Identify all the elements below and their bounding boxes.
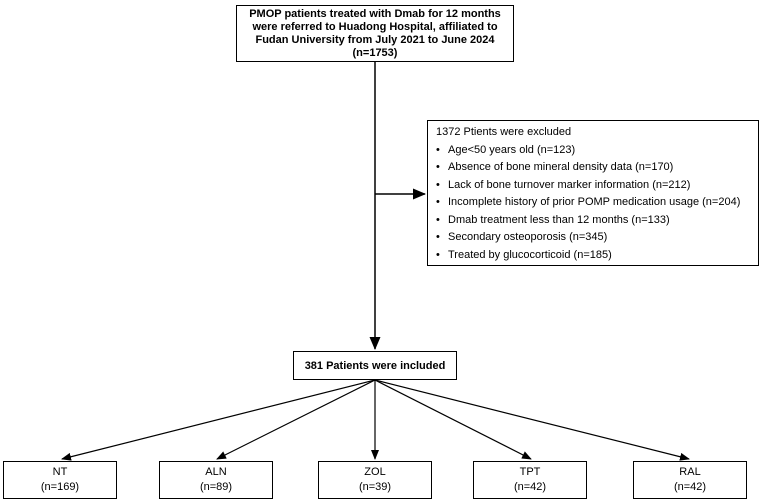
enrollment-box: PMOP patients treated with Dmab for 12 m… xyxy=(236,5,514,62)
exclusion-title: 1372 Ptients were excluded xyxy=(436,126,572,138)
group-box-zol: ZOL (n=39) xyxy=(318,461,432,499)
group-count: (n=89) xyxy=(199,481,233,493)
exclusion-item-text: Incomplete history of prior POMP medicat… xyxy=(448,196,741,208)
exclusion-item-text: Age<50 years old (n=123) xyxy=(448,143,576,156)
bullet-icon: • xyxy=(436,178,440,191)
exclusion-box: 1372 Ptients were excluded • Age<50 year… xyxy=(427,120,759,266)
enrollment-text: PMOP patients treated with Dmab for 12 m… xyxy=(249,7,501,59)
group-count: (n=42) xyxy=(513,481,547,493)
bullet-icon: • xyxy=(436,196,440,208)
exclusion-item: • Age<50 years old (n=123) xyxy=(436,142,754,160)
bullet-icon: • xyxy=(436,213,440,226)
included-text: 381 Patients were included xyxy=(304,359,446,372)
bullet-icon: • xyxy=(436,231,440,243)
exclusion-item-text: Lack of bone turnover marker information… xyxy=(448,178,691,191)
bullet-icon: • xyxy=(436,161,440,173)
group-label: ZOL xyxy=(364,466,386,478)
exclusion-item: • Treated by glucocorticoid (n=185) xyxy=(436,247,754,265)
group-count: (n=42) xyxy=(673,481,707,493)
exclusion-item-text: Treated by glucocorticoid (n=185) xyxy=(448,248,612,261)
included-box: 381 Patients were included xyxy=(293,351,457,380)
group-label: RAL xyxy=(679,466,701,478)
group-label: NT xyxy=(52,466,68,478)
exclusion-item: • Absence of bone mineral density data (… xyxy=(436,159,754,177)
exclusion-item: • Secondary osteoporosis (n=345) xyxy=(436,229,754,247)
arrow-included-to-ral xyxy=(374,379,690,461)
arrow-included-to-aln xyxy=(216,379,376,460)
group-box-aln: ALN (n=89) xyxy=(159,461,273,499)
group-box-ral: RAL (n=42) xyxy=(633,461,747,499)
bullet-icon: • xyxy=(436,248,440,261)
group-box-nt: NT (n=169) xyxy=(3,461,117,499)
exclusion-item: • Incomplete history of prior POMP medic… xyxy=(436,194,754,212)
group-label: TPT xyxy=(519,466,541,478)
group-count: (n=169) xyxy=(40,481,80,493)
exclusion-item-text: Secondary osteoporosis (n=345) xyxy=(448,231,608,243)
arrow-included-to-tpt xyxy=(374,379,532,460)
arrow-included-to-nt xyxy=(61,379,376,461)
exclusion-item: • Dmab treatment less than 12 months (n=… xyxy=(436,212,754,230)
group-label: ALN xyxy=(205,466,227,478)
exclusion-item-text: Dmab treatment less than 12 months (n=13… xyxy=(448,213,670,226)
exclusion-item-text: Absence of bone mineral density data (n=… xyxy=(448,161,674,173)
group-box-tpt: TPT (n=42) xyxy=(473,461,587,499)
group-count: (n=39) xyxy=(358,481,392,493)
bullet-icon: • xyxy=(436,143,440,156)
exclusion-item: • Lack of bone turnover marker informati… xyxy=(436,177,754,195)
